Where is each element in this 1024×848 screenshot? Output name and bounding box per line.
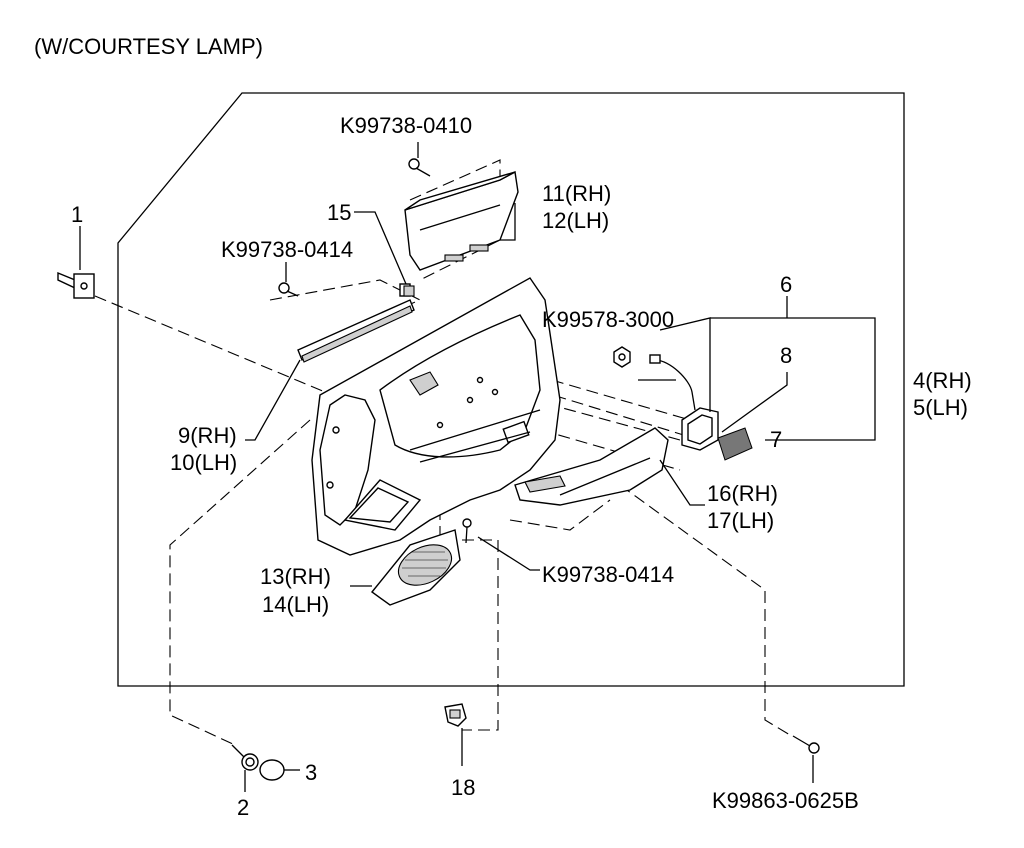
label-part-2: 2 xyxy=(237,795,249,820)
label-part-10-lh: 10(LH) xyxy=(170,450,237,475)
part-labels: 1 2 3 4(RH) 5(LH) 6 7 8 9(RH) 10(LH) 11(… xyxy=(71,113,972,820)
armrest xyxy=(514,427,669,506)
nut-icon xyxy=(613,346,631,368)
door-trim-panel xyxy=(311,277,561,556)
label-part-8: 8 xyxy=(780,343,792,368)
door-pocket xyxy=(404,170,519,271)
lamp-wiring xyxy=(649,354,696,411)
cap-icon-3 xyxy=(259,759,285,781)
label-nut-lamp: K99578-3000 xyxy=(542,307,674,332)
screw-icon-bottom xyxy=(462,518,472,544)
screw-icon-top xyxy=(408,158,431,177)
label-part-6: 6 xyxy=(780,272,792,297)
diagram-title: (W/COURTESY LAMP) xyxy=(34,34,263,59)
retainer-icon-1 xyxy=(57,271,95,299)
assembly-boundary xyxy=(117,92,905,687)
speaker-grille xyxy=(370,529,461,606)
label-part-18: 18 xyxy=(451,775,475,800)
leader-lines xyxy=(79,142,876,792)
label-part-9-rh: 9(RH) xyxy=(178,423,237,448)
courtesy-lamp-housing xyxy=(681,407,719,451)
label-part-3: 3 xyxy=(305,760,317,785)
screw-icon-lower-right xyxy=(792,735,820,754)
label-part-12-lh: 12(LH) xyxy=(542,208,609,233)
label-part-4-rh: 4(RH) xyxy=(913,368,972,393)
label-part-11-rh: 11(RH) xyxy=(542,181,611,206)
clip-icon-15 xyxy=(399,283,415,297)
label-screw-bottom: K99738-0414 xyxy=(542,562,674,587)
screw-icon-left xyxy=(278,282,299,297)
clip-icon-18 xyxy=(444,703,467,727)
weatherstrip xyxy=(297,299,415,363)
label-part-13-rh: 13(RH) xyxy=(260,564,331,589)
label-screw-lower-right: K99863-0625B xyxy=(712,788,859,813)
courtesy-lamp-lens xyxy=(717,427,753,461)
label-part-16-rh: 16(RH) xyxy=(707,481,778,506)
label-part-17-lh: 17(LH) xyxy=(707,508,774,533)
label-part-1: 1 xyxy=(71,202,83,227)
bolt-icon-2 xyxy=(231,744,259,771)
label-screw-top: K99738-0410 xyxy=(340,113,472,138)
label-screw-left: K99738-0414 xyxy=(221,237,353,262)
label-part-14-lh: 14(LH) xyxy=(262,592,329,617)
label-part-7: 7 xyxy=(770,427,782,452)
label-part-5-lh: 5(LH) xyxy=(913,395,968,420)
label-part-15: 15 xyxy=(327,200,351,225)
